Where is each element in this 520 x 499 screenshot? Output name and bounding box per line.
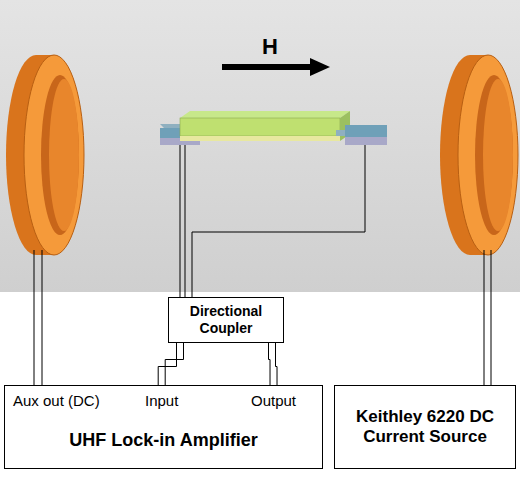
wire bbox=[34, 145, 491, 385]
coax-cable bbox=[158, 343, 183, 385]
port-label: Input bbox=[145, 392, 178, 410]
coax-wire bbox=[158, 343, 176, 385]
coax-wire bbox=[165, 343, 183, 385]
instrument-box: Aux out (DC) Input OutputUHF Lock-in Ampli… bbox=[4, 385, 323, 469]
field-label: H bbox=[262, 34, 278, 60]
helmholtz-coil bbox=[6, 55, 84, 255]
box-title: Directional Coupler bbox=[177, 303, 275, 337]
background-panel bbox=[0, 0, 520, 292]
box-title: Keithley 6220 DC Current Source bbox=[343, 407, 507, 448]
helmholtz-coil bbox=[440, 55, 518, 255]
field-arrow bbox=[222, 58, 330, 76]
sample-device bbox=[160, 111, 387, 145]
port-label: Output bbox=[251, 392, 296, 410]
port-label: Aux out (DC) bbox=[13, 392, 100, 410]
coax-cable bbox=[269, 343, 278, 385]
box-title: UHF Lock-in Amplifier bbox=[5, 430, 322, 452]
device-box: Keithley 6220 DC Current Source bbox=[334, 385, 516, 469]
coax-wire bbox=[276, 343, 278, 385]
coax-wire bbox=[269, 343, 271, 385]
device-box: Directional Coupler bbox=[168, 297, 284, 343]
